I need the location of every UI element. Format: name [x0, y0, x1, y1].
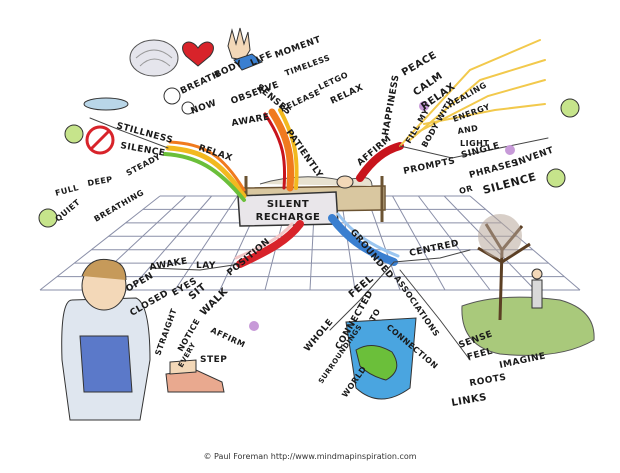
- word-relax-p: RELAX: [329, 83, 365, 107]
- no-noise-sign-icon: [85, 125, 115, 155]
- grid-line: [417, 195, 491, 291]
- word-whole: WHOLE: [303, 317, 336, 354]
- word-full: FULL: [54, 183, 80, 198]
- grid-line: [340, 195, 356, 291]
- word-roots: ROOTS: [469, 373, 508, 389]
- word-prompts: PROMPTS: [403, 156, 457, 177]
- branch-patiently[interactable]: [263, 108, 299, 192]
- grid-line: [129, 195, 213, 291]
- word-and: AND: [457, 123, 479, 136]
- lime-slice-icon: [38, 98, 580, 228]
- walking-feet-illustration: [165, 359, 225, 393]
- word-steady: STEADY: [125, 152, 163, 178]
- branch-grounded[interactable]: [328, 212, 471, 361]
- branch-label-grounded[interactable]: GROUNDED: [348, 228, 395, 282]
- word-happiness: HAPPINESS: [381, 74, 402, 137]
- central-line1: SILENT: [267, 199, 309, 210]
- seated-person-illustration: [61, 258, 151, 421]
- word-release: RELEASE: [279, 87, 322, 113]
- word-life: LIFE: [249, 50, 274, 69]
- tree-landscape-illustration: [461, 214, 595, 356]
- word-awake: AWAKE: [149, 256, 189, 273]
- word-letgo: LETGO: [317, 70, 350, 92]
- word-step: STEP: [200, 355, 227, 365]
- word-invent: INVENT: [514, 145, 556, 168]
- branch-relax[interactable]: [89, 117, 247, 202]
- grid-line: [366, 195, 401, 291]
- spheres-icon: [163, 87, 195, 115]
- bowl-icon: [83, 97, 129, 111]
- word-quiet: QUIET: [54, 198, 83, 224]
- word-aware: AWARE: [231, 112, 271, 129]
- grid-line: [39, 195, 161, 291]
- sparkle-icon: [249, 101, 515, 331]
- word-affirm-pos: AFFIRM: [209, 326, 247, 350]
- branch-affirm[interactable]: [356, 39, 549, 182]
- branch-position[interactable]: [149, 220, 304, 271]
- word-centred: CENTRED: [409, 239, 460, 259]
- heart-icon: [182, 41, 214, 67]
- branch-label-position[interactable]: POSITION: [226, 237, 273, 279]
- earth-globe-illustration: [345, 317, 417, 400]
- word-open: OPEN: [125, 271, 156, 295]
- word-or: OR: [458, 184, 474, 196]
- credit-line: © Paul Foreman http://www.mindmapinspira…: [203, 452, 417, 461]
- word-light: LIGHT: [460, 139, 489, 148]
- grid-line: [392, 195, 446, 291]
- shell-icon: [129, 39, 179, 77]
- word-timeless: TIMELESS: [284, 53, 332, 78]
- hand-icon: [227, 27, 263, 71]
- word-lay: LAY: [196, 261, 216, 271]
- word-links: LINKS: [451, 392, 488, 409]
- grid-line: [469, 195, 581, 291]
- grid-line: [174, 195, 238, 291]
- word-now: NOW: [190, 98, 218, 117]
- word-breathing: BREATHING: [93, 188, 146, 224]
- word-body: BODY: [213, 59, 244, 81]
- word-feel2: FEEL: [466, 346, 494, 362]
- word-deep: DEEP: [87, 175, 114, 188]
- central-line2: RECHARGE: [256, 212, 321, 223]
- word-straight: STRAIGHT: [153, 307, 178, 356]
- central-topic[interactable]: SILENT RECHARGE: [237, 191, 339, 227]
